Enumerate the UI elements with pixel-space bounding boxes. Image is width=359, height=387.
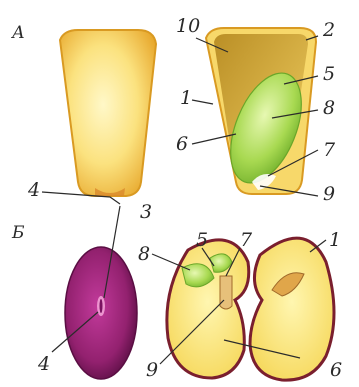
bean-external-view [65,247,137,379]
label-a1: 1 [180,87,192,109]
label-b1: 1 [329,229,341,251]
section-a-letter: А [11,23,25,43]
label-a2: 2 [322,19,335,41]
label-b5: 5 [196,229,208,251]
label-b4: 4 [37,353,50,375]
label-b9: 9 [146,359,158,381]
grain-external-view [60,30,156,196]
label-b8: 8 [138,243,150,265]
label-a4: 4 [27,179,40,201]
label-a8: 8 [323,97,335,119]
label-a10: 10 [176,15,200,37]
label-b7: 7 [240,229,253,251]
label-a3: 3 [140,201,152,223]
label-a6: 6 [176,133,188,155]
bean-cross-section [167,238,334,380]
label-a9: 9 [323,183,335,205]
label-a5: 5 [323,63,335,85]
grain-cross-section [206,28,316,194]
label-a7: 7 [323,139,336,161]
label-b6: 6 [330,359,342,381]
section-b-letter: Б [11,223,25,243]
